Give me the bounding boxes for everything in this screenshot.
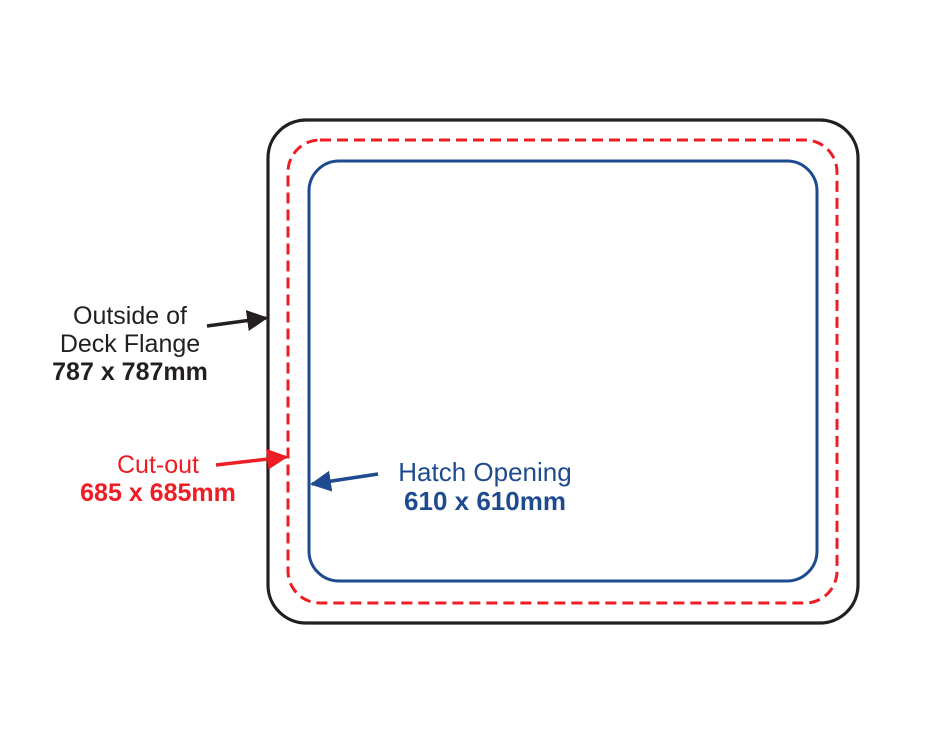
cutout-outline	[286, 138, 839, 605]
hatch-leader-arrow	[309, 470, 379, 492]
deck-flange-outline	[266, 118, 860, 625]
deck-flange-label-line2: Deck Flange	[59, 330, 201, 358]
hatch-opening-label: Hatch Opening 610 x 610mm	[372, 457, 598, 517]
deck-flange-label: Outside of Deck Flange 787 x 787mm	[20, 302, 240, 386]
flange-leader-arrow	[206, 310, 269, 331]
cutout-leader-arrow	[215, 448, 289, 470]
hatch-opening-size: 610 x 610mm	[404, 486, 566, 517]
cutout-label: Cut-out 685 x 685mm	[48, 451, 268, 507]
hatch-opening-outline	[307, 159, 819, 583]
deck-flange-label-line1: Outside of	[73, 302, 187, 330]
deck-flange-size: 787 x 787mm	[52, 358, 208, 386]
hatch-opening-label-line1: Hatch Opening	[398, 457, 572, 487]
cutout-size: 685 x 685mm	[80, 479, 236, 507]
cutout-label-line1: Cut-out	[117, 451, 199, 479]
